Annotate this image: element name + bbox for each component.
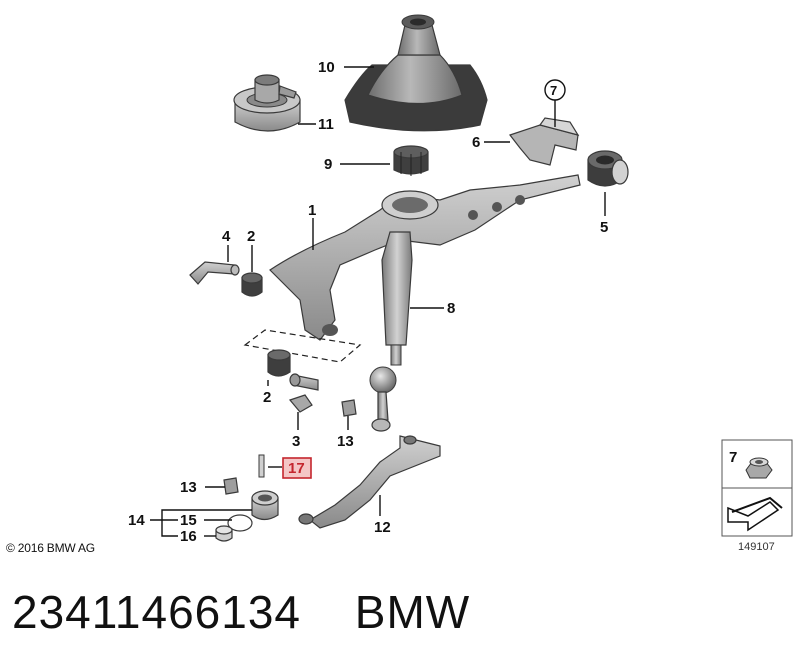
part-2-bushing-upper (241, 272, 263, 297)
callout-9: 9 (324, 156, 332, 173)
copyright-notice: © 2016 BMW AG (6, 541, 95, 555)
part-14-bearing-assembly (215, 490, 279, 542)
callout-17: 17 (288, 460, 305, 477)
callout-5: 5 (600, 219, 608, 236)
callout-2-upper: 2 (247, 228, 255, 245)
callout-12: 12 (374, 519, 391, 536)
part-6-bracket (509, 117, 580, 166)
callout-14: 14 (128, 512, 145, 529)
part-13-clip-lower (223, 477, 239, 495)
part-2-bushing-lower (267, 349, 291, 377)
dashed-assembly-box (243, 329, 362, 363)
callout-labels: 10 11 9 1 4 2 7 6 5 8 2 3 13 13 17 12 14… (128, 59, 608, 545)
part-5-bushing (587, 150, 629, 187)
part-3-clip (288, 373, 319, 413)
part-number: 23411466134 (12, 586, 301, 638)
callout-10: 10 (318, 59, 335, 76)
part-12-linkage (298, 435, 441, 529)
callout-1: 1 (308, 202, 316, 219)
callout-6: 6 (472, 134, 480, 151)
part-17-pin (258, 454, 265, 478)
callout-3: 3 (292, 433, 300, 450)
scope-arrow-icon (727, 496, 783, 532)
callout-15: 15 (180, 512, 197, 529)
part-4-pin (189, 261, 240, 285)
part-1-lever-housing (269, 174, 581, 341)
part-caption: 23411466134 BMW (12, 585, 510, 639)
diagram-id: 149107 (738, 541, 775, 553)
parts-diagram: 10 11 9 1 4 2 7 6 5 8 2 3 13 13 17 12 14… (128, 14, 793, 545)
hex-nut-icon (745, 457, 773, 479)
callout-13-lower: 13 (180, 479, 197, 496)
callout-13-upper: 13 (337, 433, 354, 450)
legend-panel: 7 (721, 439, 793, 537)
callout-11: 11 (318, 116, 334, 133)
legend-callout-7: 7 (729, 449, 737, 466)
part-9-bushing (393, 145, 429, 176)
part-13-clip-upper (341, 399, 357, 417)
callout-7: 7 (550, 83, 557, 98)
callout-7-circle (544, 79, 566, 101)
part-8-shift-rod (369, 231, 413, 432)
callout-4: 4 (222, 228, 231, 245)
leader-lines (150, 66, 606, 537)
part-10-shift-boot (344, 14, 488, 132)
part-11-collar (233, 74, 301, 132)
brand-name: BMW (354, 586, 471, 638)
callout-2-lower: 2 (263, 389, 271, 406)
callout-16: 16 (180, 528, 197, 545)
callout-8: 8 (447, 300, 455, 317)
callout-17-highlight-box (282, 457, 312, 479)
